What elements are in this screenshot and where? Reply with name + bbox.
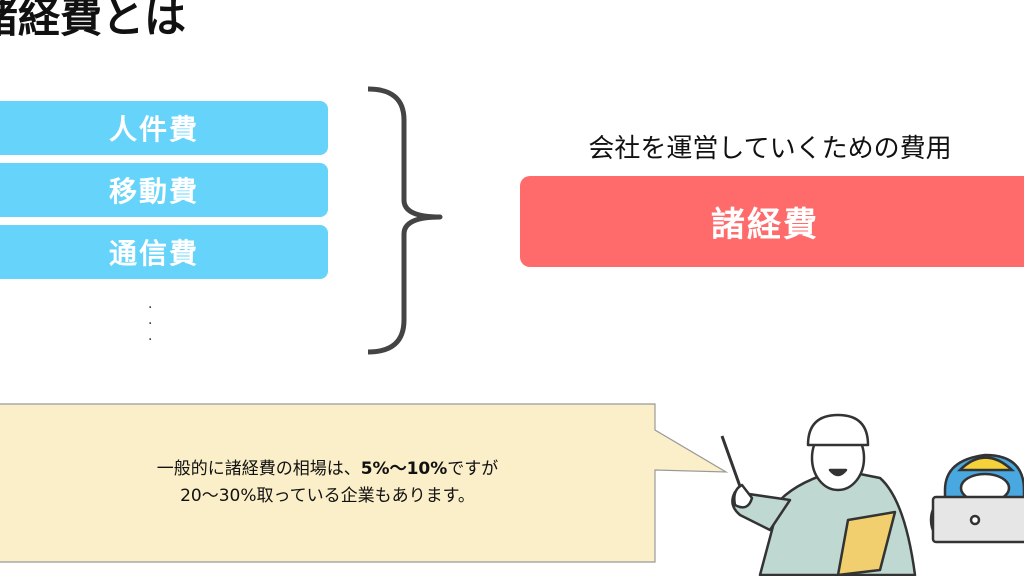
category-label: 移動費 xyxy=(108,175,199,208)
mascot-illustration xyxy=(929,453,1024,544)
ellipsis: ··· xyxy=(148,300,153,348)
speech-bubble xyxy=(0,403,729,563)
category-label: 通信費 xyxy=(108,237,199,270)
category-travel: 移動費 xyxy=(0,163,328,217)
page-title: 諸経費とは xyxy=(0,0,187,42)
brace-shape xyxy=(367,86,443,355)
callout-text: 一般的に諸経費の相場は、5%〜10%ですが 20〜30%取っている企業もあります… xyxy=(0,456,655,510)
category-communication: 通信費 xyxy=(0,225,328,279)
category-label: 人件費 xyxy=(108,113,199,146)
description: 会社を運営していくための費用 xyxy=(520,128,1024,165)
callout-line1: 一般的に諸経費の相場は、5%〜10%ですが xyxy=(0,456,655,483)
worker-illustration xyxy=(720,413,917,576)
callout-line2: 20〜30%取っている企業もあります。 xyxy=(180,486,475,506)
total-box: 諸経費 xyxy=(520,176,1024,267)
line1-bold: 5%〜10% xyxy=(360,459,448,479)
category-personnel: 人件費 xyxy=(0,101,328,155)
total-label: 諸経費 xyxy=(711,205,819,245)
line1-prefix: 一般的に諸経費の相場は、 xyxy=(156,459,361,479)
description-text: 会社を運営していくための費用 xyxy=(588,134,952,164)
line1-suffix: ですが xyxy=(447,459,499,479)
